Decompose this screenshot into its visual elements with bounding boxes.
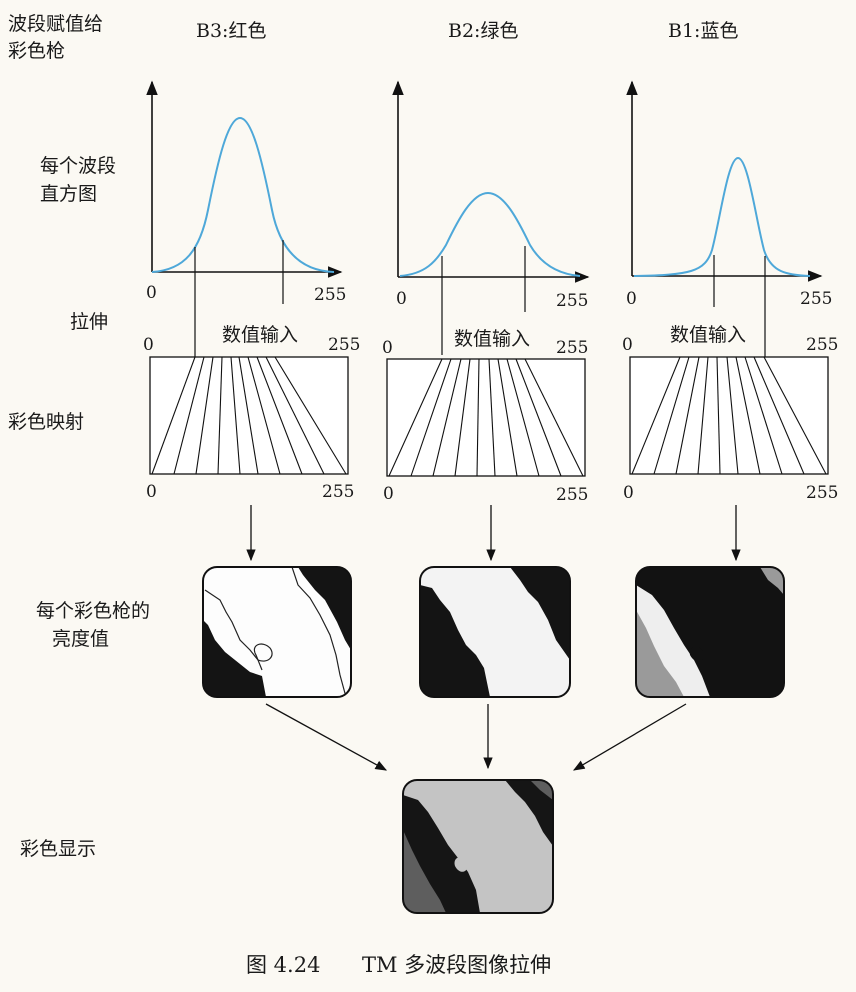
label-band-assign-line2: 彩色枪 [8, 40, 65, 62]
hist-b1-axis-max: 255 [800, 289, 832, 309]
map-b2-top-max: 255 [556, 338, 588, 358]
hist-b2-axis-max: 255 [556, 291, 588, 311]
label-histogram-line2: 直方图 [40, 183, 97, 205]
histogram-b1 [626, 80, 823, 357]
map-b3-bottom-max: 255 [322, 482, 354, 502]
map-b3-top-min: 0 [143, 335, 154, 355]
map-b1-bottom-min: 0 [623, 483, 634, 503]
map-b3-top-max: 255 [328, 335, 360, 355]
data-input-label-b2: 数值输入 [454, 328, 530, 350]
color-map-b1 [629, 356, 829, 475]
arrow-blue-to-display [572, 703, 687, 771]
caption-title: TM 多波段图像拉伸 [362, 953, 551, 977]
band-header-b3: B3:红色 [196, 20, 266, 42]
color-map-b2 [386, 358, 586, 477]
label-band-assign-line1: 波段赋值给 [8, 13, 103, 35]
brightness-screen-red [202, 566, 352, 698]
map-b2-bottom-min: 0 [383, 484, 394, 504]
data-input-label-b3: 数值输入 [222, 324, 298, 346]
label-brightness-line2: 亮度值 [52, 628, 109, 650]
hist-b2-axis-min: 0 [396, 289, 407, 309]
map-b2-top-min: 0 [382, 338, 393, 358]
hist-b3-axis-min: 0 [146, 283, 157, 303]
map-b1-bottom-max: 255 [806, 483, 838, 503]
arrow-red-to-display [265, 703, 388, 771]
map-b1-top-min: 0 [622, 335, 633, 355]
map-b1-top-max: 255 [806, 335, 838, 355]
hist-b1-axis-min: 0 [626, 289, 637, 309]
band-header-b2: B2:绿色 [448, 20, 518, 42]
label-color-map: 彩色映射 [8, 411, 84, 433]
data-input-label-b1: 数值输入 [670, 324, 746, 346]
color-display-screen [402, 779, 554, 914]
label-brightness-line1: 每个彩色枪的 [36, 600, 150, 622]
brightness-screen-blue [635, 566, 785, 698]
label-stretch: 拉伸 [70, 311, 108, 333]
histogram-b3 [146, 80, 343, 357]
brightness-screen-green [419, 566, 571, 698]
map-b2-bottom-max: 255 [556, 485, 588, 505]
hist-b3-axis-max: 255 [314, 285, 346, 305]
band-header-b1: B1:蓝色 [668, 20, 738, 42]
label-histogram-line1: 每个波段 [40, 155, 116, 177]
label-color-display: 彩色显示 [20, 838, 96, 860]
map-b3-bottom-min: 0 [146, 482, 157, 502]
histogram-b2 [392, 80, 590, 355]
caption-figure-number: 图 4.24 [246, 953, 320, 977]
color-map-b3 [149, 356, 349, 475]
